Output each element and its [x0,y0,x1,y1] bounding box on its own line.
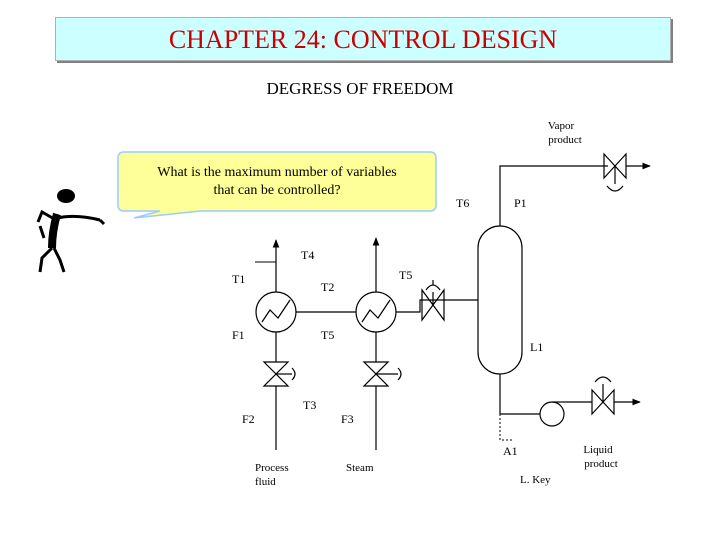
liquid-valve [591,376,615,416]
feed-valve [421,280,445,322]
heat-exchanger-left [255,291,297,333]
f2-label: F2 [242,412,255,426]
lkey-label: L. Key [520,474,551,486]
vapor-label-1: Vapor [548,120,575,132]
process-label-2: fluid [255,476,276,488]
p1-label: P1 [514,196,527,210]
stick-figure [36,189,106,273]
t5-top-label: T5 [399,268,412,282]
t6-label: T6 [456,196,469,210]
page-subtitle: DEGRESS OF FREEDOM [266,79,454,98]
steam-valve [362,361,402,387]
callout-line-2: that can be controlled? [213,183,340,198]
t2-label: T2 [321,280,334,294]
t5-mid-label: T5 [321,328,334,342]
t1-label: T1 [232,272,245,286]
title-banner: CHAPTER 24: CONTROL DESIGN [55,17,671,61]
liquid-label-2: product [584,458,618,470]
l1-label: L1 [530,340,543,354]
t3-label: T3 [303,398,316,412]
a1-label: A1 [503,444,518,458]
t4-label: T4 [301,248,314,262]
page-title: CHAPTER 24: CONTROL DESIGN [168,25,558,54]
heat-exchanger-right [355,291,397,333]
f3-label: F3 [341,412,354,426]
process-valve [262,361,296,387]
f1-label: F1 [232,328,245,342]
steam-label: Steam [346,462,374,474]
question-callout [117,151,437,219]
vapor-label-2: product [548,134,582,146]
liquid-label-1: Liquid [583,444,613,456]
vapor-valve [603,152,627,192]
callout-line-1: What is the maximum number of variables [157,165,397,180]
liquid-pump [539,401,566,427]
flash-drum [477,225,523,375]
process-label-1: Process [255,462,289,474]
